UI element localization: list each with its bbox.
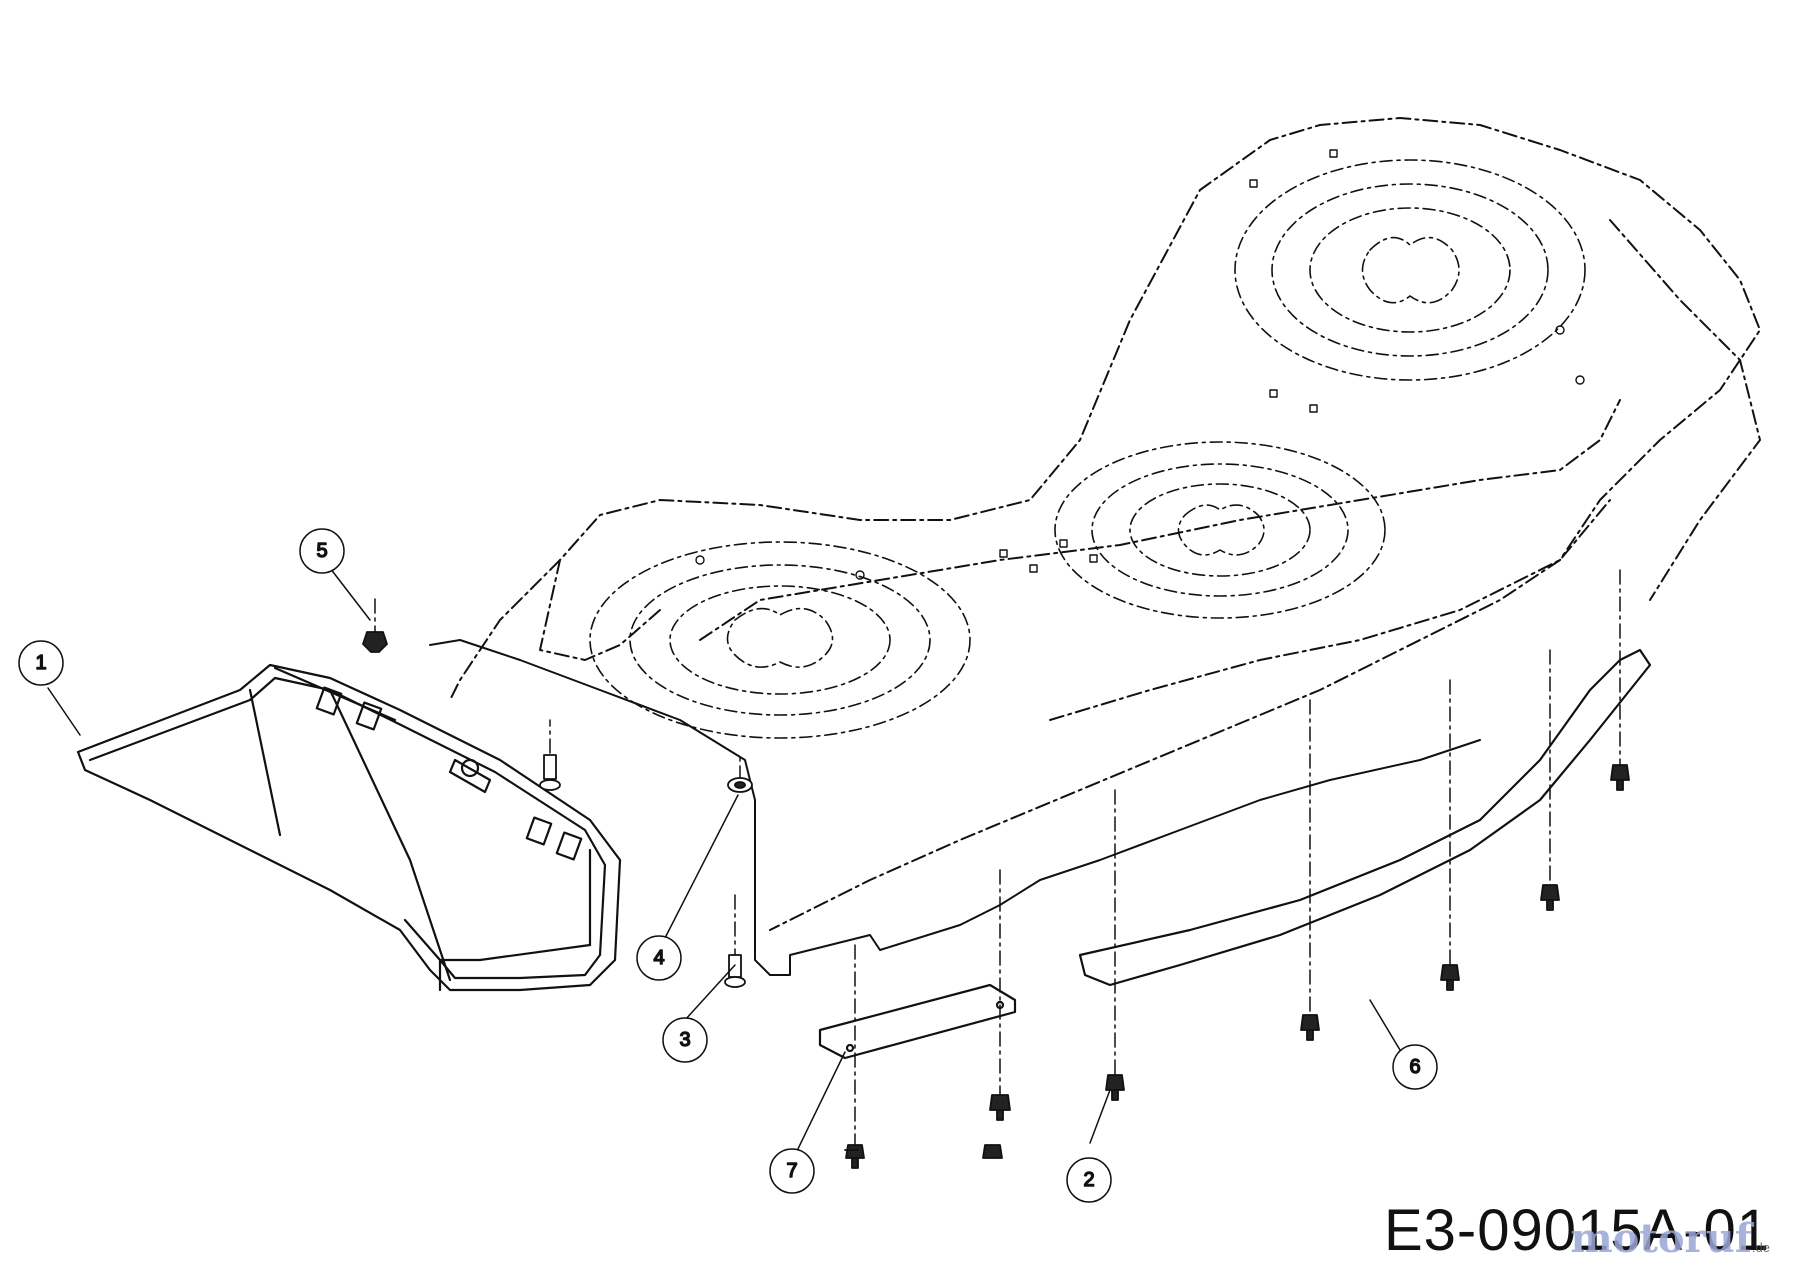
- side-shield-plate: [1078, 648, 1652, 987]
- bolt-6b: [1300, 1014, 1320, 1041]
- small-cover-plate: [818, 983, 1017, 1060]
- bolt-3: [724, 954, 746, 988]
- svg-text:1: 1: [35, 652, 46, 674]
- bolt-6d: [1540, 884, 1560, 911]
- watermark-logo: motoruf.de: [1570, 1215, 1770, 1262]
- bolt-6e: [1610, 764, 1630, 791]
- bolt-6a: [1105, 1074, 1125, 1101]
- deck-blade-housing-left: [589, 541, 971, 739]
- deck-mounting-holes: [695, 149, 1585, 580]
- svg-text:7: 7: [786, 1160, 797, 1182]
- callout-1: 1: [18, 640, 64, 686]
- bolt-top: [539, 754, 561, 791]
- callout-4: 4: [636, 935, 682, 981]
- callouts: 1 5 4 3 7 2 6: [18, 528, 1438, 1203]
- svg-text:5: 5: [316, 540, 327, 562]
- callout-5: 5: [299, 528, 345, 574]
- deck-blade-housing-right: [1234, 159, 1586, 381]
- bolt-7a: [845, 1144, 865, 1169]
- bolt-7c: [982, 1144, 1003, 1159]
- mower-deck: [449, 117, 1761, 931]
- svg-text:2: 2: [1083, 1169, 1094, 1191]
- washer-4: [727, 777, 753, 793]
- deck-blade-housing-middle: [1054, 441, 1386, 619]
- discharge-chute: [76, 663, 622, 992]
- svg-text:3: 3: [679, 1029, 690, 1051]
- bolt-6c: [1440, 964, 1460, 991]
- svg-text:6: 6: [1409, 1056, 1420, 1078]
- callout-7: 7: [769, 1148, 815, 1194]
- bolt-fasteners: [362, 631, 1630, 1169]
- callout-3: 3: [662, 1017, 708, 1063]
- callout-2: 2: [1066, 1157, 1112, 1203]
- callout-leaders: [47, 567, 1401, 1156]
- drawing-code: E3-09015A-01: [1383, 1198, 1770, 1263]
- bolt-7b: [989, 1094, 1011, 1121]
- nut-5: [362, 631, 388, 653]
- svg-text:4: 4: [653, 947, 664, 969]
- deck-front-apron: [429, 639, 1481, 976]
- callout-6: 6: [1392, 1044, 1438, 1090]
